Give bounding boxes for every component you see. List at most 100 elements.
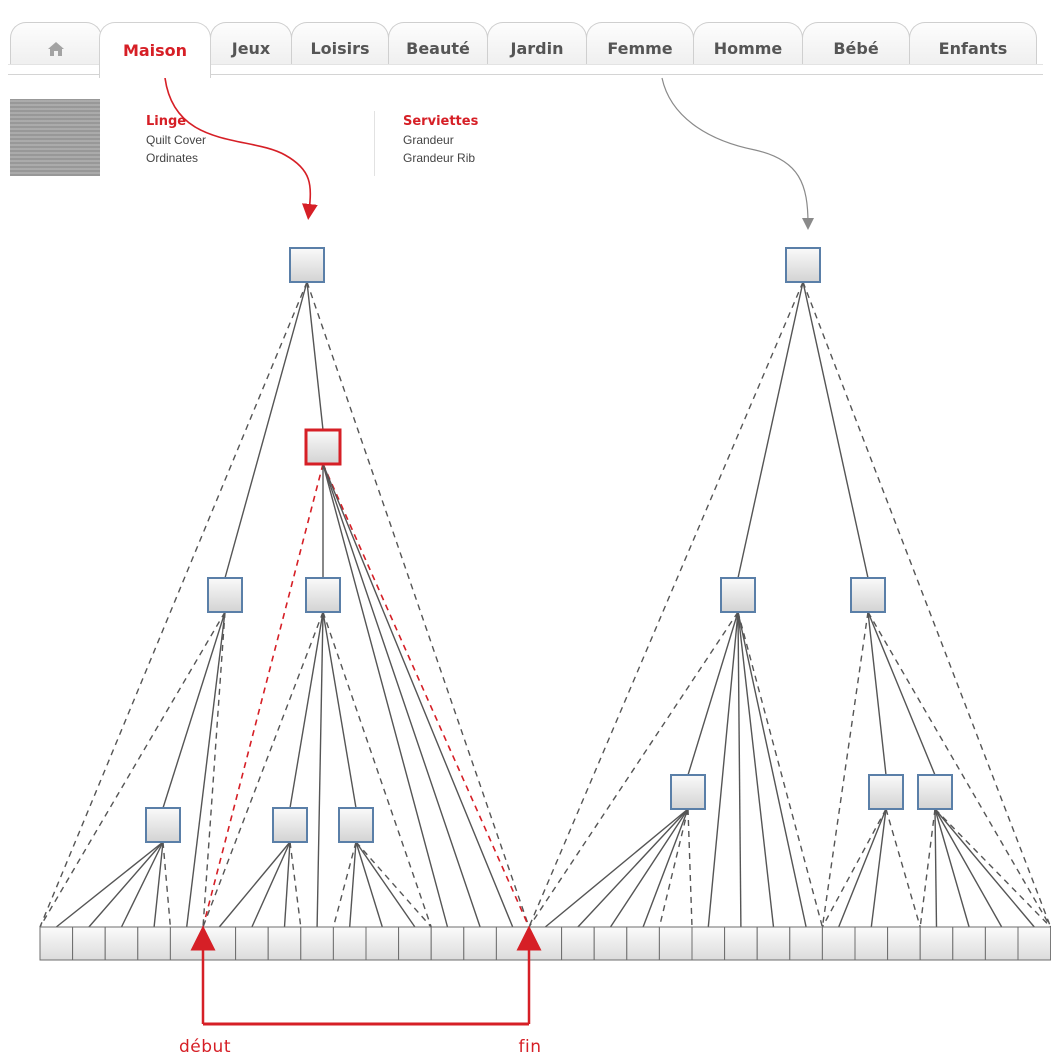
tree-node xyxy=(785,247,821,283)
child-edge xyxy=(544,808,689,928)
submenu-divider xyxy=(374,111,375,176)
submenu-title-serviettes[interactable]: Serviettes xyxy=(403,114,479,129)
child-edge xyxy=(88,841,164,928)
range-edge xyxy=(289,841,302,928)
tab-femme-label: Femme xyxy=(607,39,673,58)
leaf-node xyxy=(984,926,1019,961)
child-edge xyxy=(322,463,481,928)
leaf-node xyxy=(854,926,889,961)
range-edge xyxy=(39,611,226,928)
leaf-row xyxy=(39,926,1051,961)
tree-node xyxy=(289,247,325,283)
child-edge xyxy=(120,841,164,928)
range-edge xyxy=(934,808,1051,928)
tree-nodes xyxy=(145,247,953,843)
start-label: début xyxy=(179,1037,231,1057)
child-edge xyxy=(251,841,291,928)
child-edge xyxy=(609,808,689,928)
leaf-node xyxy=(72,926,106,961)
menu-screenshot: Maison Jeux Loisirs Beauté Jardin Femme … xyxy=(8,8,1043,176)
tab-baseline xyxy=(8,74,1043,75)
child-edge xyxy=(322,463,514,928)
leaf-node xyxy=(1017,926,1051,961)
tree-edges xyxy=(39,281,1051,928)
child-edge xyxy=(737,611,775,928)
tab-maison-label: Maison xyxy=(122,41,188,60)
submenu-item[interactable]: Quilt Cover xyxy=(146,133,207,147)
range-edge xyxy=(658,808,689,928)
tree-node xyxy=(207,577,243,613)
child-edge xyxy=(867,611,936,776)
leaf-node xyxy=(593,926,628,961)
child-edge xyxy=(870,808,887,928)
tab-maison[interactable]: Maison xyxy=(99,22,211,78)
leaf-node xyxy=(365,926,400,961)
child-edge xyxy=(577,808,689,928)
range-edge xyxy=(821,611,869,928)
child-edge xyxy=(355,841,416,928)
child-edge xyxy=(55,841,164,928)
child-edge xyxy=(289,611,324,809)
submenu-title-linge[interactable]: Linge xyxy=(146,114,187,129)
leaf-node xyxy=(398,926,432,961)
leaf-node xyxy=(626,926,660,961)
child-edge xyxy=(802,281,869,579)
child-edge xyxy=(737,611,807,928)
child-edge xyxy=(934,808,970,928)
highlight-edge xyxy=(322,463,530,928)
submenu-item[interactable]: Grandeur Rib xyxy=(403,151,476,165)
leaf-node xyxy=(887,926,921,961)
range-edge xyxy=(885,808,921,928)
range-edge xyxy=(162,841,172,928)
leaf-node xyxy=(561,926,595,961)
child-edge xyxy=(349,841,357,928)
leaf-node xyxy=(137,926,171,961)
tree-node xyxy=(850,577,886,613)
child-edge xyxy=(316,611,324,928)
child-edge xyxy=(153,841,164,928)
leaf-node xyxy=(919,926,954,961)
tab-bebe-label: Bébé xyxy=(833,39,879,58)
tab-homme-label: Homme xyxy=(713,39,783,58)
tab-homme[interactable]: Homme xyxy=(693,22,803,74)
tree-node xyxy=(720,577,756,613)
child-edge xyxy=(867,611,887,776)
child-edge xyxy=(642,808,689,928)
range-edge xyxy=(332,841,357,928)
child-edge xyxy=(355,841,383,928)
range-edge xyxy=(867,611,1051,928)
child-edge xyxy=(322,463,449,928)
range-edge xyxy=(202,611,226,928)
leaf-node xyxy=(756,926,791,961)
child-edge xyxy=(737,611,742,928)
range-edge xyxy=(687,808,693,928)
child-edge xyxy=(224,281,308,579)
home-icon xyxy=(48,41,64,56)
range-edge xyxy=(802,281,1051,928)
leaf-node xyxy=(821,926,856,961)
range-edge xyxy=(306,281,530,928)
leaf-node xyxy=(528,926,563,961)
leaf-node xyxy=(463,926,497,961)
highlight-edge xyxy=(202,463,324,928)
child-edge xyxy=(322,611,357,809)
submenu-item[interactable]: Grandeur xyxy=(403,133,454,147)
annotation-overlay xyxy=(164,77,814,1026)
child-edge xyxy=(306,281,324,431)
child-edge xyxy=(737,281,804,579)
submenu-column-linge: Linge Quilt Cover Ordinates xyxy=(146,113,206,167)
leaf-node xyxy=(202,926,237,961)
submenu-thumbnail xyxy=(10,99,100,176)
child-edge xyxy=(838,808,887,928)
child-edge xyxy=(687,611,739,776)
leaf-node xyxy=(430,926,465,961)
range-edge xyxy=(528,281,804,928)
child-edge xyxy=(707,611,739,928)
leaf-node xyxy=(332,926,367,961)
range-edge xyxy=(355,841,432,928)
submenu-panel: Linge Quilt Cover Ordinates Serviettes G… xyxy=(8,64,1043,176)
tab-jardin-label: Jardin xyxy=(510,39,564,58)
leaf-node xyxy=(300,926,334,961)
leaf-node xyxy=(952,926,986,961)
submenu-item[interactable]: Ordinates xyxy=(146,151,199,165)
